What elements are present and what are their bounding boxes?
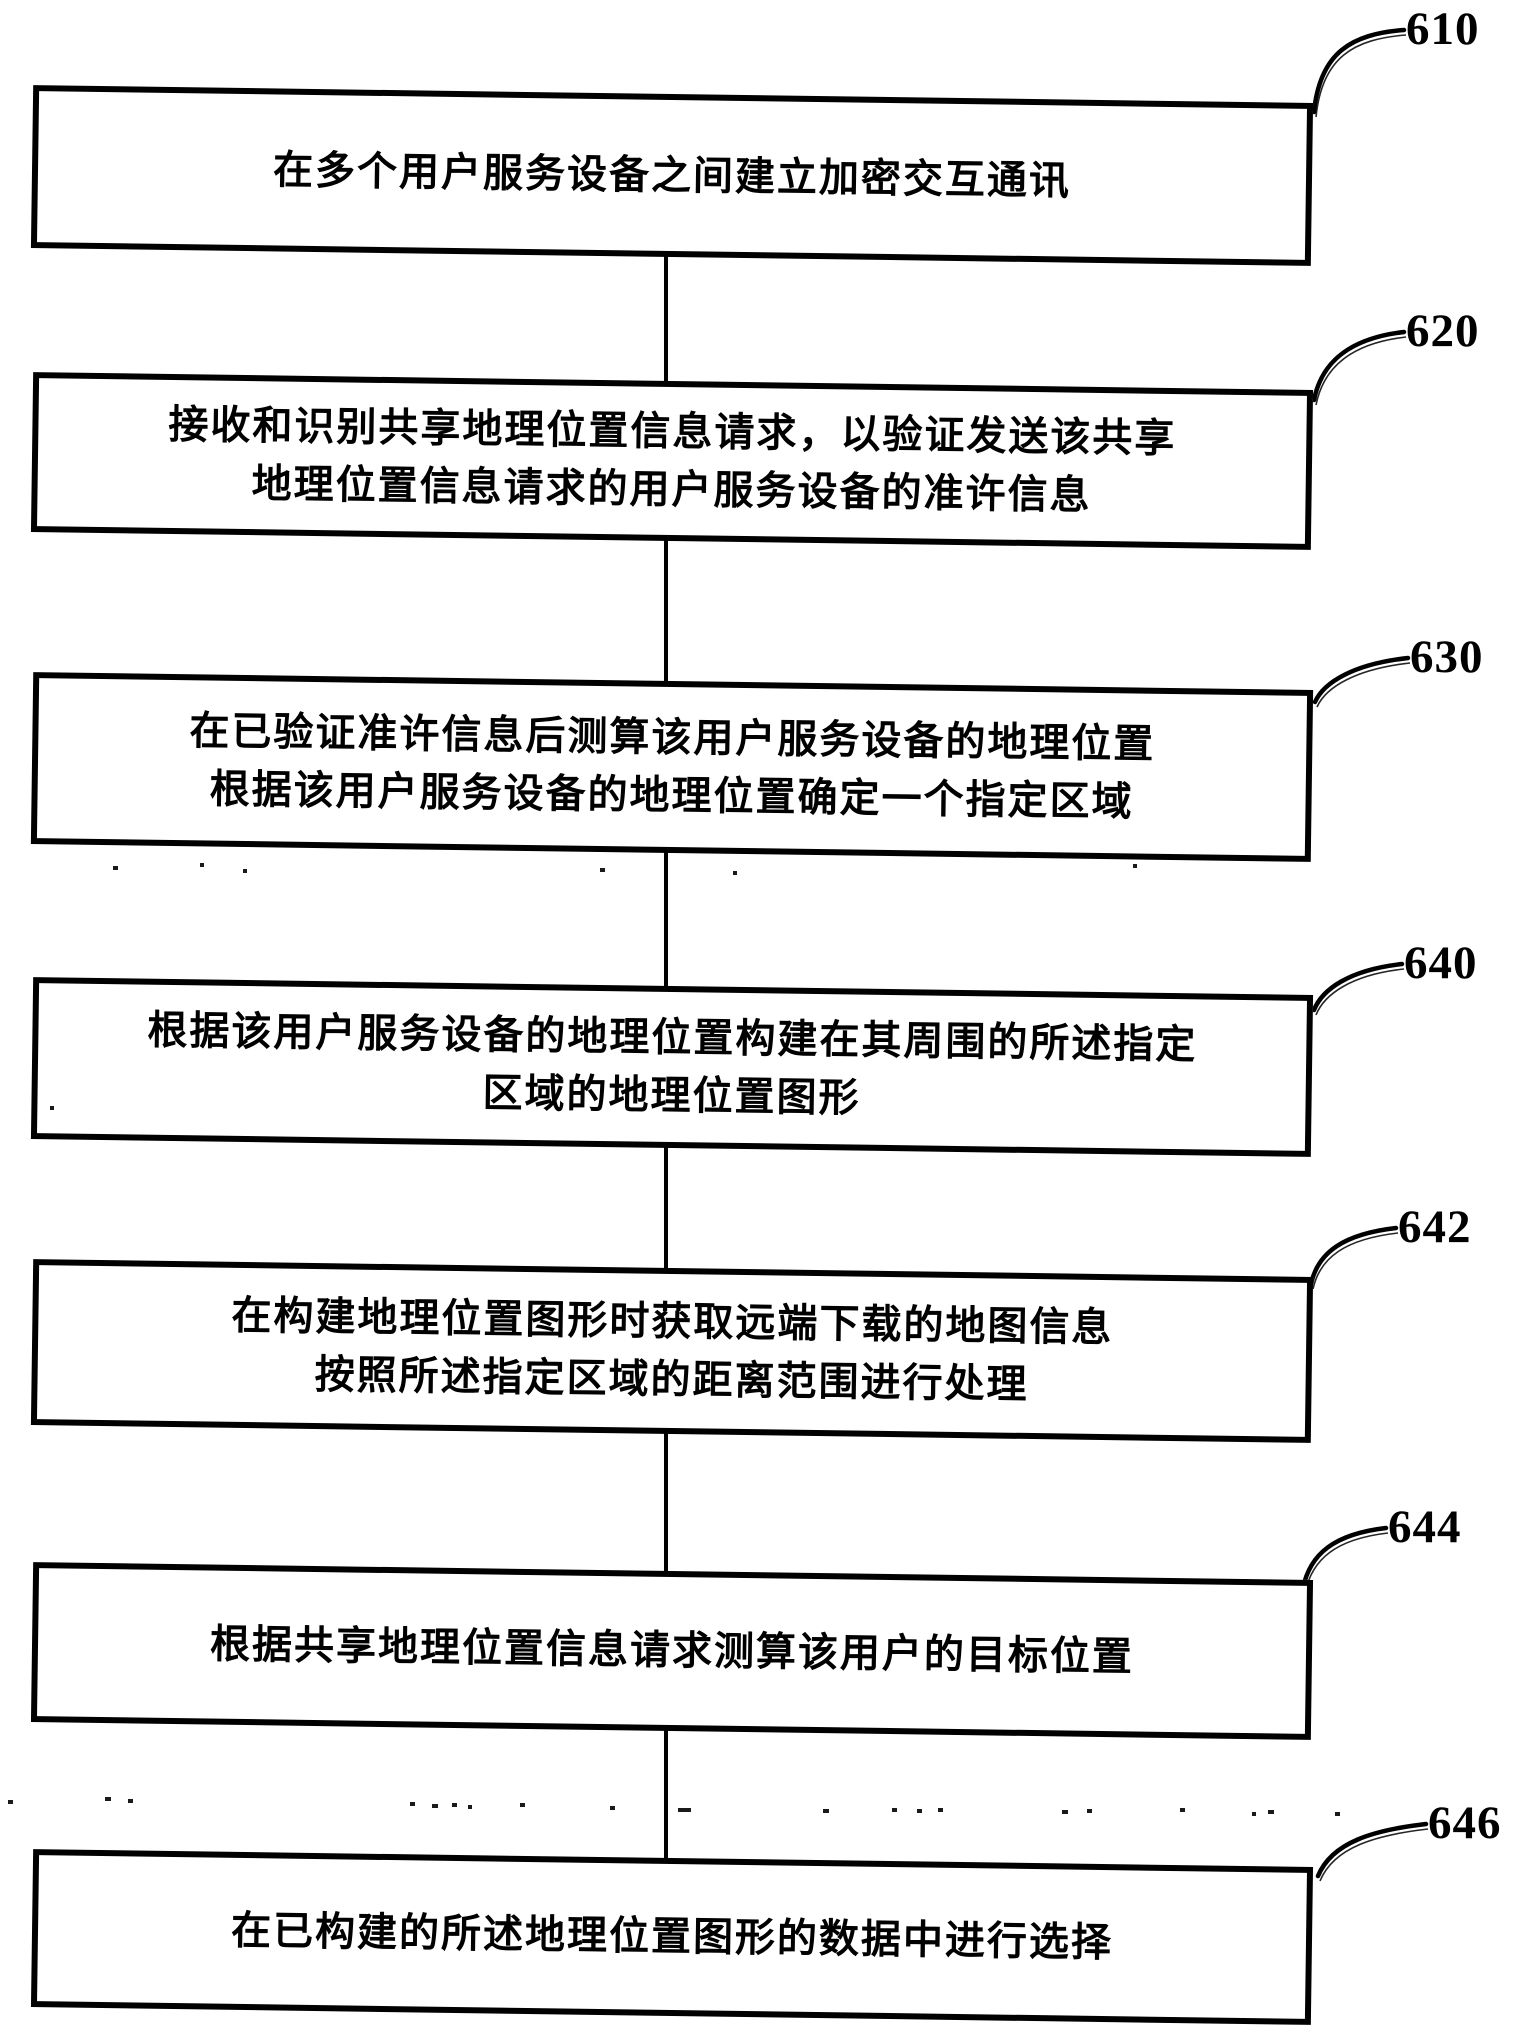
step-label-642: 642 — [1398, 1201, 1472, 1253]
connector-640-642 — [664, 1145, 668, 1272]
leader-curve-sketch — [1315, 968, 1405, 1016]
connector-644-646 — [664, 1728, 668, 1862]
flow-box-646-text: 在已构建的所述地理位置图形的数据中进行选择 — [230, 1907, 1114, 1967]
leader-curve-sketch — [1315, 336, 1407, 406]
flow-box-640: 根据该用户服务设备的地理位置构建在其周围的所述指定 区域的地理位置图形 — [30, 977, 1314, 1157]
leader-curve-sketch — [1319, 1828, 1429, 1882]
leader-curve-sketch — [1312, 1232, 1399, 1290]
step-label-644: 644 — [1388, 1501, 1462, 1553]
step-label-610: 610 — [1406, 3, 1480, 55]
flow-box-646: 在已构建的所述地理位置图形的数据中进行选择 — [30, 1849, 1314, 2025]
step-label-640: 640 — [1404, 937, 1478, 989]
flow-box-644-text: 根据共享地理位置信息请求测算该用户的目标位置 — [209, 1621, 1135, 1681]
step-label-620: 620 — [1406, 305, 1480, 357]
connector-642-644 — [664, 1431, 668, 1575]
connector-610-620 — [664, 253, 668, 385]
leader-curve-642 — [1308, 1225, 1399, 1287]
flow-box-630-text-line2: 根据该用户服务设备的地理位置确定一个指定区域 — [209, 766, 1134, 826]
flow-box-640-text-line1: 根据该用户服务设备的地理位置构建在其周围的所述指定 — [147, 1007, 1198, 1069]
connector-630-640 — [664, 849, 668, 990]
flow-box-642-text-line2: 按照所述指定区域的距离范围进行处理 — [314, 1352, 1029, 1408]
leader-curve-sketch — [1315, 34, 1407, 118]
connector-620-630 — [664, 538, 668, 685]
leader-curve-610 — [1311, 27, 1407, 115]
step-label-630: 630 — [1410, 631, 1484, 683]
leader-curve-646 — [1315, 1821, 1429, 1879]
flow-box-620: 接收和识别共享地理位置信息请求，以验证发送该共享 地理位置信息请求的用户服务设备… — [30, 372, 1314, 550]
leader-curve-644 — [1300, 1525, 1389, 1591]
flow-box-642: 在构建地理位置图形时获取远端下载的地图信息 按照所述指定区域的距离范围进行处理 — [30, 1259, 1314, 1443]
flow-box-610: 在多个用户服务设备之间建立加密交互通讯 — [30, 85, 1314, 266]
flow-box-644: 根据共享地理位置信息请求测算该用户的目标位置 — [30, 1562, 1314, 1740]
flow-box-620-text-line2: 地理位置信息请求的用户服务设备的准许信息 — [251, 461, 1092, 519]
leader-curve-sketch — [1304, 1532, 1389, 1594]
leader-curve-640 — [1311, 961, 1405, 1013]
leader-curve-620 — [1311, 329, 1407, 403]
flow-box-640-text-line2: 区域的地理位置图形 — [482, 1070, 861, 1122]
step-label-646: 646 — [1428, 1797, 1502, 1849]
leader-curve-630 — [1312, 655, 1411, 705]
flow-box-630: 在已验证准许信息后测算该用户服务设备的地理位置 根据该用户服务设备的地理位置确定… — [30, 672, 1314, 862]
leader-curve-sketch — [1316, 662, 1411, 708]
flow-box-610-text: 在多个用户服务设备之间建立加密交互通讯 — [272, 146, 1072, 205]
